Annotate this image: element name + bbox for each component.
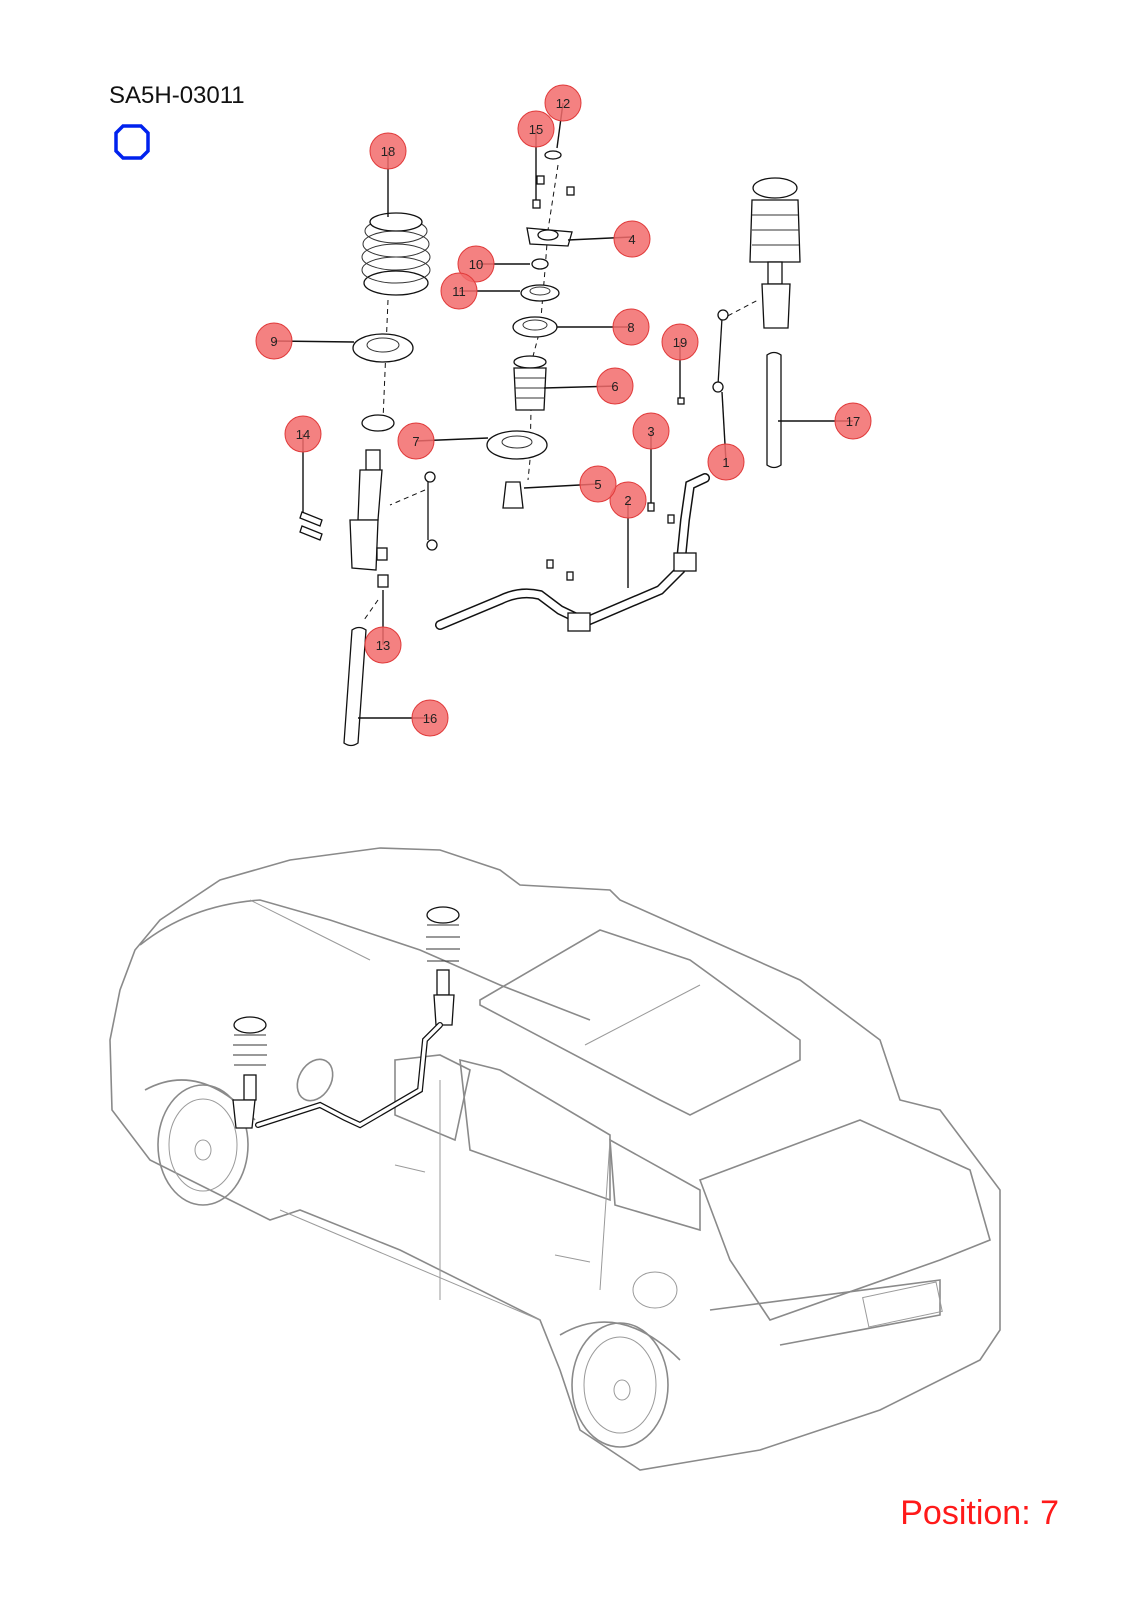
installed-front-strut-right (426, 906, 460, 1026)
svg-text:1: 1 (722, 455, 729, 470)
callout-2[interactable]: 2 (609, 481, 647, 519)
svg-text:8: 8 (627, 320, 634, 335)
svg-text:14: 14 (296, 427, 310, 442)
rear-air-strut (749, 177, 801, 329)
svg-text:18: 18 (381, 144, 395, 159)
protective-sleeve-front (343, 626, 367, 747)
svg-text:12: 12 (556, 96, 570, 111)
upper-spring-seat (512, 316, 558, 338)
svg-text:2: 2 (624, 493, 631, 508)
nut (566, 186, 575, 196)
cap (544, 150, 562, 160)
position-label: Position: 7 (900, 1494, 1059, 1532)
callout-15[interactable]: 15 (517, 110, 555, 148)
svg-text:5: 5 (594, 477, 601, 492)
installed-front-strut-left (232, 1016, 267, 1129)
exploded-view: 1 2 3 4 5 6 7 8 9 10 11 12 13 14 15 16 1… (255, 84, 872, 747)
bump-stop (502, 481, 524, 509)
callout-1[interactable]: 1 (707, 443, 745, 481)
top-mount (526, 227, 573, 247)
svg-text:7: 7 (412, 434, 419, 449)
dust-boot (513, 355, 547, 411)
spring-seat (352, 333, 414, 363)
callout-10[interactable]: 10 (457, 245, 495, 283)
diagram-code: SA5H-03011 (109, 82, 245, 109)
callout-4[interactable]: 4 (613, 220, 651, 258)
callout-14[interactable]: 14 (284, 415, 322, 453)
svg-text:19: 19 (673, 335, 687, 350)
svg-text:4: 4 (628, 232, 635, 247)
svg-text:9: 9 (270, 334, 277, 349)
callout-18[interactable]: 18 (369, 132, 407, 170)
svg-text:3: 3 (647, 424, 654, 439)
front-wheel (144, 1079, 256, 1206)
callout-11[interactable]: 11 (440, 272, 478, 310)
svg-text:13: 13 (376, 638, 390, 653)
svg-text:11: 11 (452, 284, 466, 299)
callout-12[interactable]: 12 (544, 84, 582, 122)
callout-5[interactable]: 5 (579, 465, 617, 503)
callout-9[interactable]: 9 (255, 322, 293, 360)
installed-stabilizer-bar (255, 1022, 443, 1129)
coil-spring (361, 212, 431, 296)
nut (536, 175, 545, 185)
lower-spring-seat (486, 430, 548, 460)
callout-7[interactable]: 7 (397, 422, 435, 460)
vehicle-locator-view (109, 847, 1001, 1471)
protective-sleeve-rear (766, 351, 782, 469)
stabilizer-bar (435, 473, 710, 632)
strut-bearing (520, 284, 560, 302)
stabilizer-link-left (424, 471, 438, 551)
strut-bolts (299, 511, 323, 541)
blue-rounded-square-icon (114, 124, 150, 160)
svg-text:17: 17 (846, 414, 860, 429)
bushing-nut (531, 258, 549, 270)
svg-text:15: 15 (529, 122, 543, 137)
stabilizer-link-right (677, 309, 729, 405)
front-strut (349, 449, 389, 588)
rear-wheel (559, 1321, 681, 1448)
nut (532, 199, 541, 209)
callout-8[interactable]: 8 (612, 308, 650, 346)
callout-13[interactable]: 13 (364, 626, 402, 664)
callout-6[interactable]: 6 (596, 367, 634, 405)
callout-19[interactable]: 19 (661, 323, 699, 361)
callout-3[interactable]: 3 (632, 412, 670, 450)
callout-16[interactable]: 16 (411, 699, 449, 737)
svg-text:10: 10 (469, 257, 483, 272)
svg-text:16: 16 (423, 711, 437, 726)
callout-17[interactable]: 17 (834, 402, 872, 440)
svg-text:6: 6 (611, 379, 618, 394)
strut-top-mount (361, 414, 395, 432)
